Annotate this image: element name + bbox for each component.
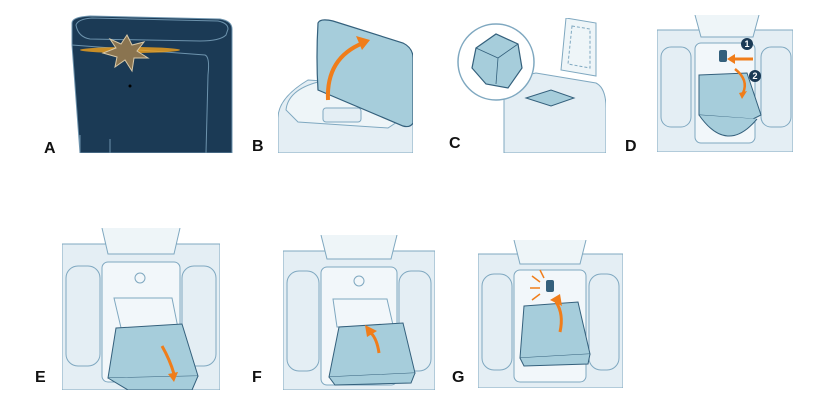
step-d-illustration: 1 2 (657, 15, 793, 152)
arrow-left-icon (727, 54, 735, 64)
step-label-g: G (452, 369, 465, 386)
arrow-down-icon (739, 91, 747, 99)
arrow-down-icon (168, 372, 178, 382)
step-a-illustration (70, 15, 233, 153)
step-f-illustration (283, 235, 435, 390)
marker-1: 1 (744, 39, 749, 49)
step-c-illustration (456, 18, 606, 153)
step-label-b: B (252, 138, 264, 155)
step-label-d: D (625, 138, 637, 155)
step-e-illustration (62, 228, 220, 390)
step-label-a: A (44, 140, 56, 157)
arrow-up-icon (356, 36, 370, 50)
arrow-up-icon (365, 325, 377, 337)
click-burst-icon (530, 269, 545, 301)
arrow-up-icon (550, 294, 562, 306)
step-b-illustration (278, 18, 413, 153)
step-g-illustration (478, 240, 623, 388)
step-label-f: F (252, 369, 262, 386)
damage-star-icon (101, 34, 150, 73)
marker-2: 2 (752, 71, 757, 81)
step-label-c: C (449, 135, 461, 152)
step-label-e: E (35, 369, 46, 386)
